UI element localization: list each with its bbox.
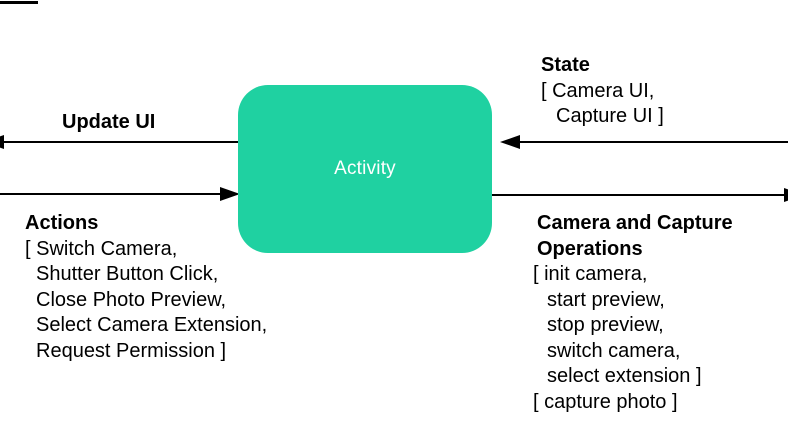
camera-ops-line: select extension ] <box>547 365 702 387</box>
actions-line: Select Camera Extension, <box>36 314 268 336</box>
actions-line: Shutter Button Click, <box>36 263 219 285</box>
state-arrow-line <box>518 141 788 143</box>
camera-ops-line: stop preview, <box>547 314 664 336</box>
camera-ops-line: switch camera, <box>547 339 681 362</box>
state-line: [ Camera UI, <box>541 79 655 102</box>
actions-arrow-line <box>0 193 224 195</box>
state-arrowhead <box>500 135 520 149</box>
actions-line: Close Photo Preview, <box>36 288 227 311</box>
clipped-edge-artifact <box>0 1 38 4</box>
actions-line: [ Switch Camera, <box>25 237 178 260</box>
update-ui-arrow-line <box>0 141 238 143</box>
camera-ops-list: Camera and Capture Operations [ init cam… <box>533 211 733 415</box>
camera-ops-title: Operations <box>537 237 643 260</box>
actions-title: Actions <box>25 212 99 234</box>
state-title: State <box>541 54 590 76</box>
camera-ops-arrow-line <box>492 194 788 196</box>
camera-ops-line: [ init camera, <box>533 263 648 285</box>
activity-node-label: Activity <box>334 158 396 179</box>
actions-line: Request Permission ] <box>36 339 227 362</box>
state-line: Capture UI ] <box>556 105 664 127</box>
camera-ops-line: start preview, <box>547 288 665 311</box>
update-ui-arrowhead-clipped <box>0 135 4 149</box>
actions-arrowhead <box>220 187 240 201</box>
activity-node: Activity <box>238 85 492 253</box>
camera-ops-arrowhead-clipped <box>784 188 788 202</box>
camera-ops-line: [ capture photo ] <box>533 390 678 413</box>
state-list: State [ Camera UI, Capture UI ] <box>541 53 664 130</box>
actions-list: Actions [ Switch Camera, Shutter Button … <box>25 211 267 364</box>
camera-ops-title: Camera and Capture <box>537 212 733 234</box>
update-ui-label: Update UI <box>62 111 156 133</box>
